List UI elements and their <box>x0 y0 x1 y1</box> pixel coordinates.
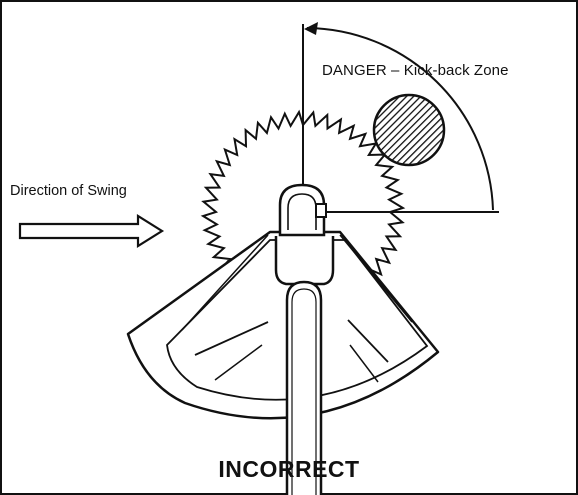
hub-inner <box>287 193 317 230</box>
danger-zone-label: DANGER – Kick-back Zone <box>322 62 509 79</box>
direction-of-swing-label: Direction of Swing <box>10 183 127 199</box>
guard-rib-right <box>347 319 389 363</box>
guard-rib-left-2 <box>214 344 263 381</box>
kickback-arc-icon <box>306 27 494 211</box>
swing-arrow-icon <box>18 214 165 248</box>
kickback-hatched-circle-icon <box>372 93 446 167</box>
arc-arrowhead-icon <box>304 22 318 35</box>
blade-guard-icon <box>126 230 440 420</box>
guard-edge-right <box>339 234 413 323</box>
guard-rib-right-2 <box>349 344 379 383</box>
guard-rib-left <box>194 321 269 356</box>
gear-housing <box>274 236 335 286</box>
guard-inner-contour <box>166 239 429 401</box>
shaft-icon <box>285 280 323 495</box>
guard-edge-left <box>181 234 269 331</box>
hub-nut <box>315 203 327 218</box>
shaft-inner-line <box>291 288 317 495</box>
incorrect-caption: INCORRECT <box>218 456 360 482</box>
